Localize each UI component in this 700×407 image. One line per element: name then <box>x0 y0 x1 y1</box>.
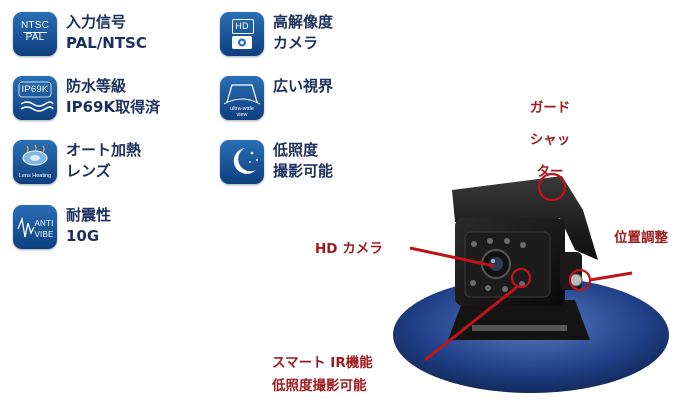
badge-text: NTSC <box>20 20 50 31</box>
lens-heating-icon: Lens Heating <box>13 140 57 184</box>
hd-camera-icon: HD <box>220 12 264 56</box>
callout-adjust: 位置調整 <box>614 230 668 246</box>
badge-text: Lens Heating <box>18 173 52 179</box>
feature-label: 防水等級 IP69K取得済 <box>66 77 161 116</box>
feature-label: オート加熱 レンズ <box>66 141 142 180</box>
feature-label: 広い視界 <box>273 77 334 95</box>
feature-label: 低照度 撮影可能 <box>273 141 334 180</box>
feature-hd-camera: HD 高解像度 カメラ <box>220 12 333 56</box>
badge-text: HD <box>235 21 249 31</box>
night-icon <box>220 140 264 184</box>
badge-text: VIBE <box>34 230 54 239</box>
anti-vibe-icon: ANTI VIBE <box>13 205 57 249</box>
feature-label: 高解像度 カメラ <box>273 13 334 52</box>
feature-anti-vibe: ANTI VIBE 耐震性 10G <box>13 205 111 249</box>
ir-leds <box>470 238 526 292</box>
ntsc-pal-icon: NTSC PAL <box>13 12 57 56</box>
feature-lens-heating: Lens Heating オート加熱 レンズ <box>13 140 141 184</box>
callout-hd-camera: HD カメラ <box>315 241 383 257</box>
feature-low-light: 低照度 撮影可能 <box>220 140 333 184</box>
feature-label: 入力信号 PAL/NTSC <box>66 13 147 52</box>
feature-waterproof: IP69K 防水等級 IP69K取得済 <box>13 76 160 120</box>
badge-text: PAL <box>25 32 45 43</box>
badge-text: ANTI <box>34 219 54 228</box>
feature-input-signal: NTSC PAL 入力信号 PAL/NTSC <box>13 12 147 56</box>
callout-guard-shutter: ガード シャッター <box>529 100 571 180</box>
callout-low-light: 低照度撮影可能 <box>272 378 367 394</box>
ip69k-icon: IP69K <box>13 76 57 120</box>
feature-wide-view: ultra-wide view 広い視界 <box>220 76 333 120</box>
badge-text: IP69K <box>21 84 49 95</box>
wide-view-icon: ultra-wide view <box>220 76 264 120</box>
badge-text: view <box>236 112 248 118</box>
badge-text: ultra-wide <box>230 106 254 112</box>
callout-smart-ir: スマート IR機能 <box>272 355 373 371</box>
feature-label: 耐震性 10G <box>66 206 112 245</box>
